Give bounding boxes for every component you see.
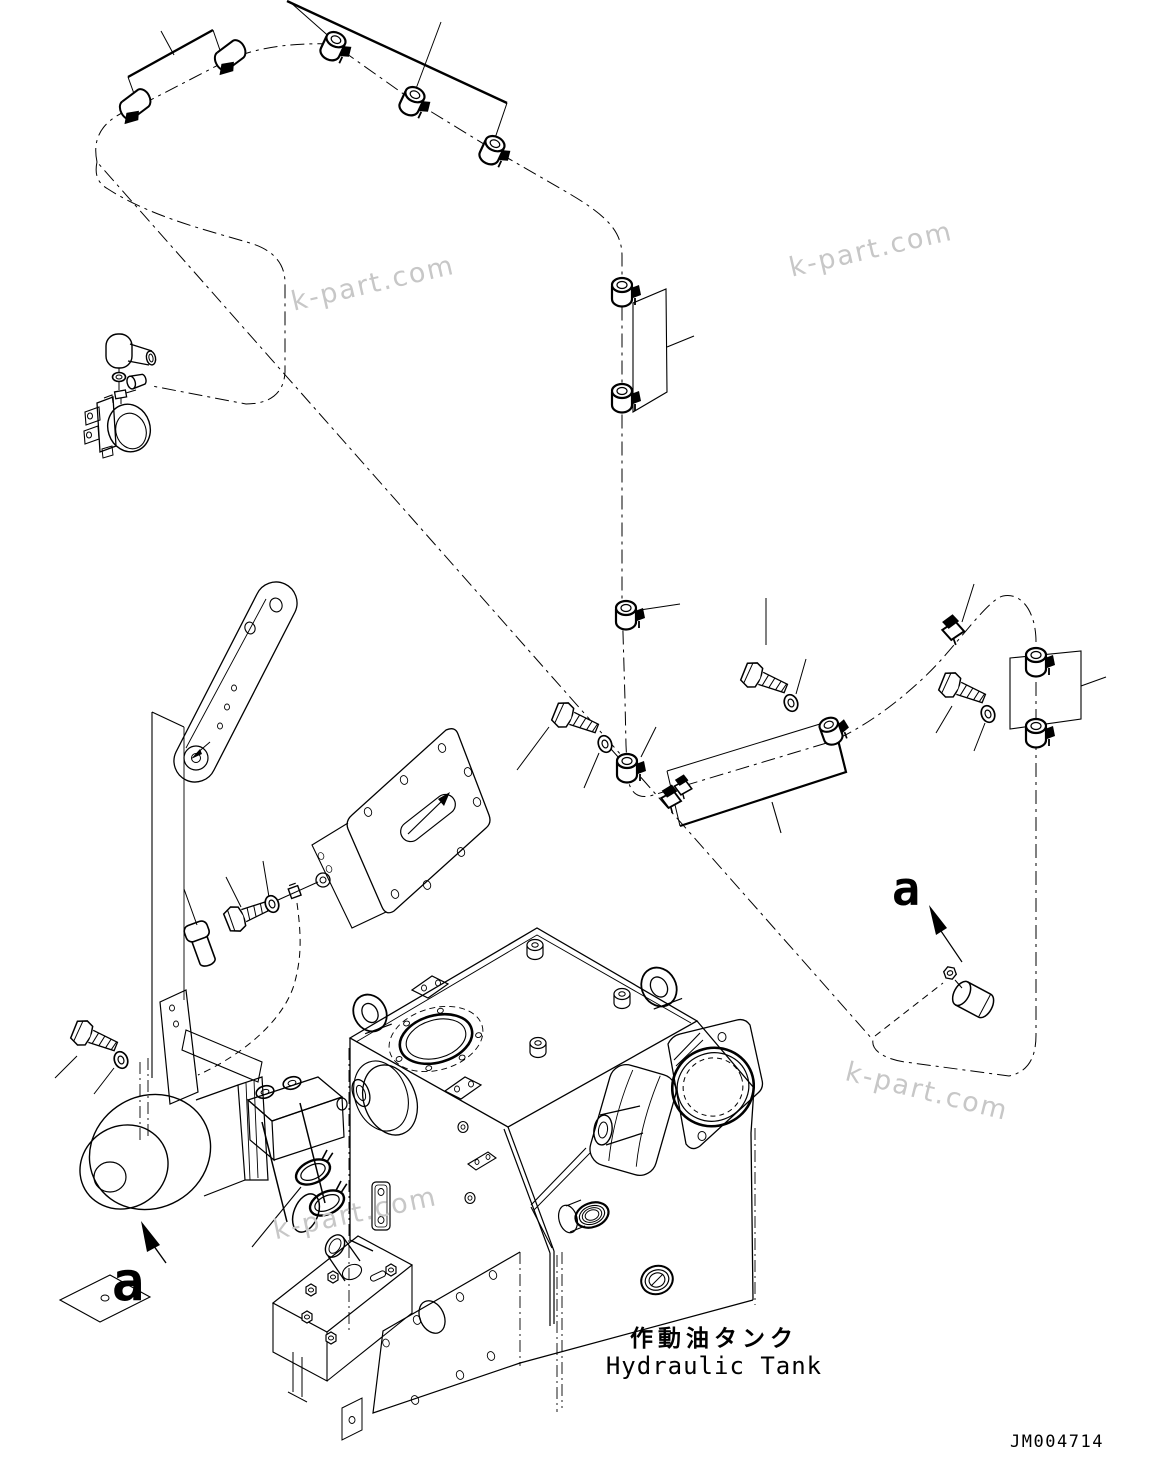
hose-clamp	[1024, 646, 1057, 678]
watermark: k-part.com	[786, 216, 956, 284]
tank-label-english: Hydraulic Tank	[606, 1352, 822, 1380]
hose-clamp	[610, 382, 643, 414]
pump-assembly	[79, 989, 348, 1233]
top-pad	[410, 975, 450, 999]
lever-bracket	[173, 581, 298, 783]
frame-wall	[58, 711, 185, 1323]
washer	[781, 691, 801, 715]
washer	[111, 1048, 131, 1072]
hose-clamp	[207, 36, 253, 79]
standoff	[526, 938, 544, 961]
bolt	[549, 698, 603, 742]
clamp-leader-lines	[639, 583, 975, 758]
hose-clamp	[112, 85, 158, 128]
filler-ring	[388, 1005, 484, 1073]
detail-arrow-left	[141, 1221, 167, 1264]
plug-fitting-right	[941, 964, 995, 1019]
pipe-ring-nut	[111, 368, 127, 390]
detail-arrow-right	[929, 905, 963, 963]
hose-clamp	[395, 82, 437, 124]
hose-stub	[126, 373, 147, 390]
top-pad	[443, 1076, 483, 1100]
callout-panel-far-right	[1009, 650, 1107, 730]
face-pad	[467, 1151, 497, 1171]
plug	[183, 920, 216, 967]
hose-clamp	[316, 27, 358, 69]
hose-clamp	[475, 131, 517, 173]
hydraulic-tank	[348, 927, 764, 1414]
hose-clamp-pair	[251, 1149, 348, 1248]
washer	[595, 732, 615, 756]
mount-plate	[311, 728, 491, 929]
watermark: k-part.com	[270, 1181, 440, 1246]
watermark: k-part.com	[288, 250, 458, 318]
strainer-mount-plate	[667, 1018, 764, 1150]
hose-clamp	[610, 276, 643, 308]
hose-route-left-branch	[95, 161, 301, 1076]
side-port	[593, 1105, 644, 1146]
front-panel	[372, 1251, 521, 1414]
hose-clamp	[816, 711, 854, 749]
strip-plate	[371, 1181, 391, 1231]
fastener-leader-lines	[54, 598, 986, 1095]
washer	[978, 702, 998, 726]
bolt	[738, 658, 792, 702]
tank-label-japanese: 作動油タンク	[630, 1326, 798, 1352]
detail-marker-a-left: a	[112, 1250, 145, 1313]
callout-panel-top-right	[286, 0, 508, 148]
watermark: k-part.com	[842, 1057, 1012, 1127]
standoff	[529, 1036, 547, 1059]
lifting-eye	[352, 993, 392, 1035]
bolt	[68, 1016, 122, 1060]
small-clamp	[113, 389, 137, 404]
lifting-eye	[640, 966, 683, 1010]
ring-port	[640, 1264, 674, 1296]
bent-pipe	[324, 1234, 363, 1282]
pump-mount-plate	[589, 1064, 677, 1176]
bolt	[936, 668, 990, 712]
hose-clamp	[614, 599, 647, 631]
valve-assembly	[83, 394, 152, 459]
standoff	[613, 987, 631, 1010]
callout-panel-middle	[666, 719, 848, 834]
elbow-pipe	[105, 333, 157, 369]
bracket-platform	[271, 1234, 414, 1441]
drawing-number: JM004714	[1010, 1432, 1104, 1452]
hose-fitting	[277, 872, 331, 901]
drain-bung	[557, 1199, 610, 1234]
suction-flange	[351, 1060, 419, 1136]
callout-panel-right	[632, 288, 695, 413]
detail-marker-a-right: a	[892, 862, 920, 917]
